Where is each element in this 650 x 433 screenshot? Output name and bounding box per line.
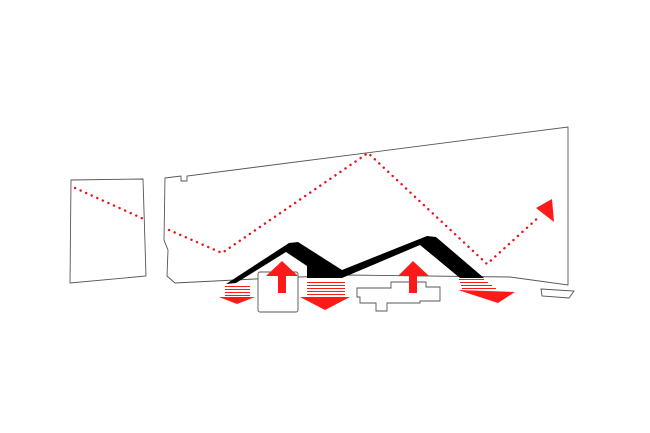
existing-building-cross [356, 281, 441, 312]
circulation-dotted-path [167, 151, 542, 266]
roof-canopy [226, 236, 484, 284]
site-outline-main [163, 126, 569, 286]
down-arrow [300, 282, 350, 310]
path-arrowhead [536, 199, 554, 222]
down-arrow [219, 286, 255, 304]
circulation-dotted-path [73, 186, 148, 222]
existing-building-small [540, 288, 575, 299]
up-arrow [266, 261, 298, 293]
site-outline-left [69, 178, 147, 284]
up-arrow [398, 261, 429, 293]
down-arrow [458, 279, 515, 303]
